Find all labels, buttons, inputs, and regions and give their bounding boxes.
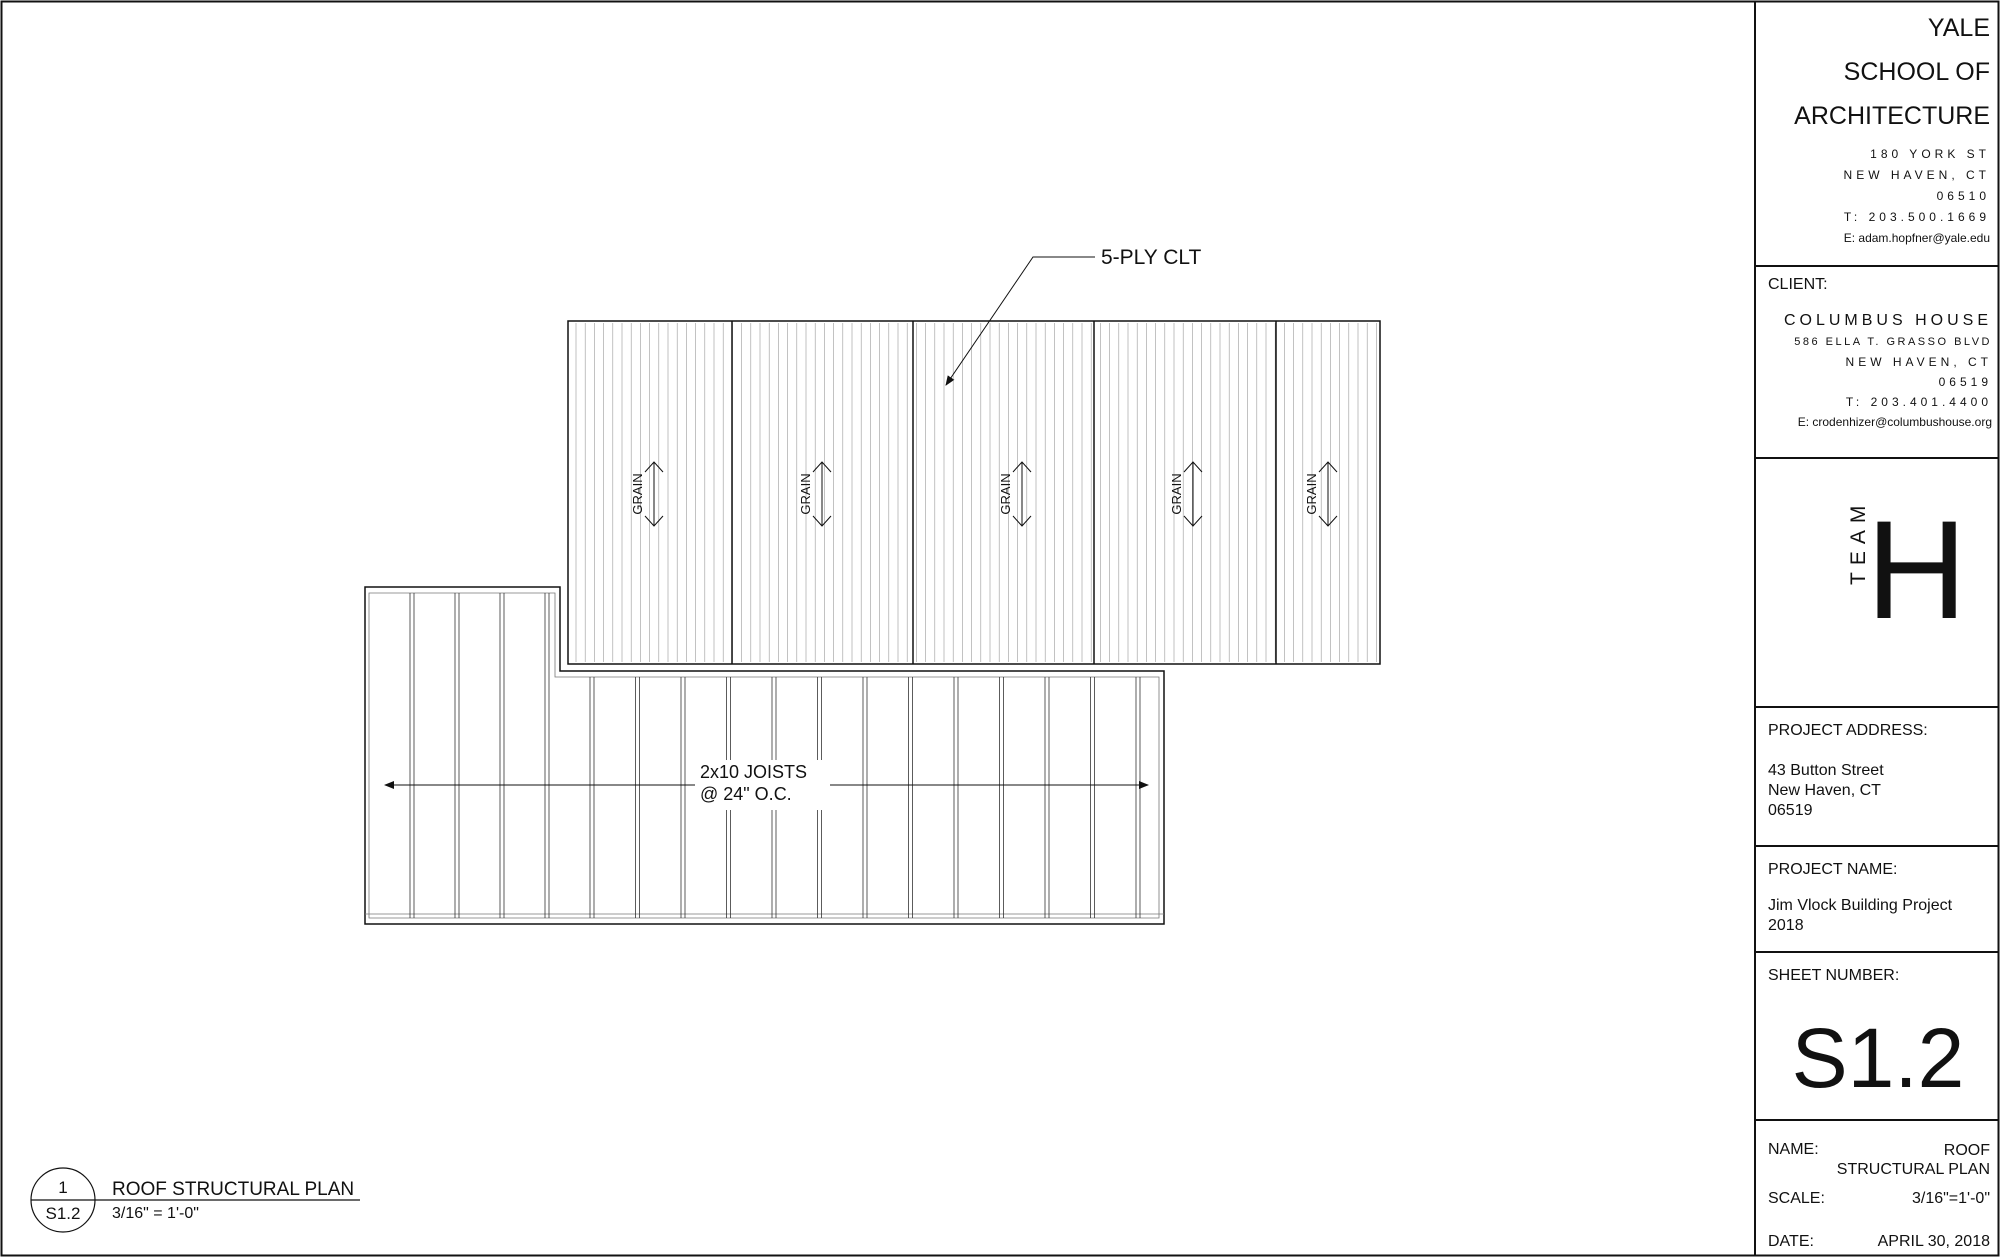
- client-phone: T: 203.401.4400: [1845, 395, 1992, 409]
- detail-number: 1: [58, 1178, 67, 1197]
- school-phone: T: 203.500.1669: [1843, 210, 1990, 224]
- clt-label: 5-PLY CLT: [1101, 246, 1202, 269]
- joist-label-line1: 2x10 JOISTS: [700, 762, 807, 782]
- detail-tag: 1 S1.2 ROOF STRUCTURAL PLAN 3/16" = 1'-0…: [30, 1167, 360, 1233]
- client-address-line: 586 ELLA T. GRASSO BLVD: [1794, 336, 1992, 348]
- school-block: YALE SCHOOL OF ARCHITECTURE 180 YORK ST …: [1760, 6, 1990, 249]
- clt-outline: [567, 320, 1381, 665]
- grain-arrow: GRAIN: [798, 461, 832, 527]
- school-email: E: adam.hopfner@yale.edu: [1843, 231, 1990, 245]
- sheet-number: S1.2: [1791, 1011, 1965, 1105]
- date-value: APRIL 30, 2018: [1877, 1233, 1990, 1250]
- school-name-line: YALE: [1927, 14, 1990, 42]
- clt-panels: [567, 320, 1381, 665]
- project-address-heading: PROJECT ADDRESS:: [1768, 722, 1928, 739]
- detail-scale: 3/16" = 1'-0": [112, 1205, 199, 1222]
- sheet-number-heading: SHEET NUMBER:: [1768, 967, 1900, 984]
- name-value-line: ROOF: [1943, 1142, 1990, 1159]
- project-name-line: Jim Vlock Building Project: [1768, 897, 1953, 914]
- project-name-heading: PROJECT NAME:: [1768, 861, 1898, 878]
- scale-value: 3/16"=1'-0": [1911, 1190, 1990, 1207]
- joist-label-mask: [696, 760, 828, 810]
- project-name-block: Jim Vlock Building Project 2018: [1768, 896, 1952, 936]
- team-letter: H: [1866, 491, 1968, 648]
- grain-label: GRAIN: [798, 473, 813, 514]
- name-value: ROOF STRUCTURAL PLAN: [1800, 1141, 1990, 1179]
- school-name-line: SCHOOL OF: [1843, 58, 1990, 86]
- joist-outline: [364, 586, 1165, 925]
- grain-label: GRAIN: [998, 473, 1013, 514]
- clt-leader-line: [945, 256, 1095, 386]
- name-label: NAME:: [1768, 1141, 1819, 1158]
- client-block: COLUMBUS HOUSE 586 ELLA T. GRASSO BLVD N…: [1756, 310, 1992, 432]
- clt-grain-lines: [575, 323, 1377, 662]
- title-block-dividers: [1755, 265, 1998, 1121]
- joist-label-line2: @ 24" O.C.: [700, 784, 792, 804]
- client-email: E: crodenhizer@columbushouse.org: [1797, 415, 1992, 429]
- grain-label: GRAIN: [1304, 473, 1319, 514]
- school-address-line: NEW HAVEN, CT: [1843, 168, 1990, 182]
- grain-label: GRAIN: [630, 473, 645, 514]
- detail-title: ROOF STRUCTURAL PLAN: [112, 1179, 354, 1200]
- detail-sheet: S1.2: [46, 1204, 81, 1223]
- grain-label: GRAIN: [1169, 473, 1184, 514]
- clt-callout: 5-PLY CLT: [945, 246, 1202, 386]
- client-heading: CLIENT:: [1768, 276, 1828, 293]
- project-name-line: 2018: [1768, 917, 1804, 934]
- name-value-line: STRUCTURAL PLAN: [1836, 1161, 1990, 1178]
- client-address-line: 06519: [1938, 375, 1992, 389]
- scale-label: SCALE:: [1768, 1190, 1825, 1207]
- school-address-line: 06510: [1936, 189, 1990, 203]
- school-address-line: 180 YORK ST: [1870, 147, 1990, 161]
- project-address-line: New Haven, CT: [1768, 782, 1881, 799]
- joist-lines: [409, 593, 1141, 918]
- project-address-line: 06519: [1768, 802, 1813, 819]
- client-address-line: NEW HAVEN, CT: [1845, 355, 1992, 369]
- date-label: DATE:: [1768, 1233, 1814, 1250]
- grain-arrow: GRAIN: [1304, 461, 1338, 527]
- joist-rim-inner: [368, 592, 1160, 919]
- project-address-line: 43 Button Street: [1768, 762, 1884, 779]
- school-name-line: ARCHITECTURE: [1794, 102, 1990, 130]
- grain-arrow: GRAIN: [1169, 461, 1203, 527]
- grain-arrow: GRAIN: [630, 461, 664, 527]
- team-logo: TEAM H: [1755, 460, 1998, 705]
- joist-framing: 2x10 JOISTS @ 24" O.C.: [364, 586, 1165, 925]
- grain-arrow: GRAIN: [998, 461, 1032, 527]
- client-name: COLUMBUS HOUSE: [1783, 312, 1992, 329]
- project-address-block: 43 Button Street New Haven, CT 06519: [1768, 761, 1884, 821]
